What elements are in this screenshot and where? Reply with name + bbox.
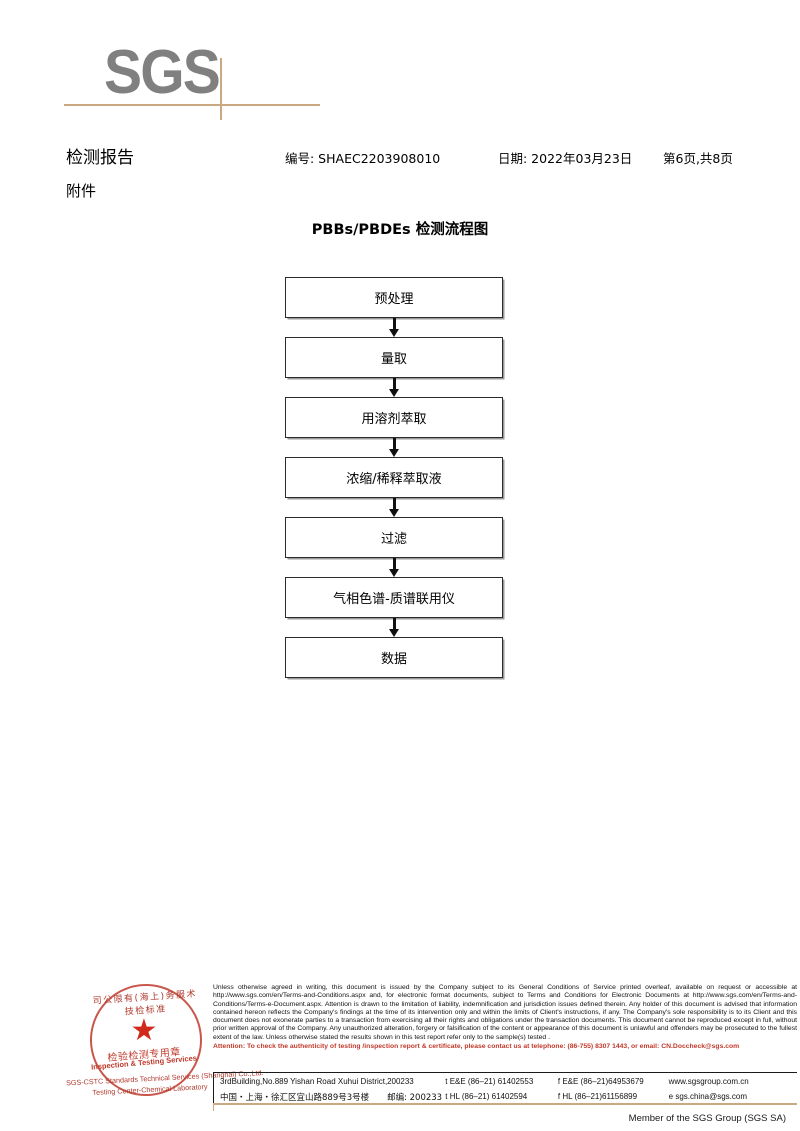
flow-arrow-down-icon <box>285 618 503 637</box>
attention-notice: Attention: To check the authenticity of … <box>213 1043 740 1051</box>
legal-paragraph: Unless otherwise agreed in writing, this… <box>213 984 797 1041</box>
address-top-divider <box>213 1072 797 1073</box>
address-english: 3rdBuilding,No.889 Yishan Road Xuhui Dis… <box>220 1077 388 1086</box>
website-url[interactable]: www.sgsgroup.com.cn <box>668 1077 749 1086</box>
report-date: 日期: 2022年03月23日 <box>498 151 633 166</box>
flow-arrow-down-icon <box>285 438 503 457</box>
report-header: 检测报告 附件 编号: SHAEC2203908010 日期: 2022年03月… <box>0 140 800 200</box>
address-bottom-divider <box>213 1103 797 1105</box>
address-left-divider <box>213 1072 214 1103</box>
logo-horizontal-rule <box>64 104 320 106</box>
address-row-en: 3rdBuilding,No.889 Yishan Road Xuhui Dis… <box>220 1074 800 1089</box>
flow-arrow-down-icon <box>285 558 503 577</box>
address-row-cn: 中国・上海・徐汇区宜山路889号3号楼 邮编: 200233 t HL (86–… <box>220 1089 800 1104</box>
sgs-logo-text: SGS <box>104 38 221 107</box>
flow-arrow-down-icon <box>285 498 503 517</box>
flowchart-title: PBBs/PBDEs 检测流程图 <box>311 222 489 238</box>
flow-arrow-down-icon <box>285 318 503 337</box>
address-left-tick <box>213 1103 214 1111</box>
sgs-logo: SGS <box>64 38 344 120</box>
fax-ee-2: f E&E (86–21)64953679 <box>557 1077 644 1086</box>
page-footer: 司公限有(海上)务服术技检标准 ★ 检验检测专用章 Inspection & T… <box>0 960 800 1131</box>
logo-vertical-rule <box>220 58 222 120</box>
zip-english: 200233 <box>387 1077 414 1086</box>
tel-ee-1: t E&E (86–21) 61402553 <box>445 1077 534 1086</box>
address-chinese: 中国・上海・徐汇区宜山路889号3号楼 <box>220 1092 370 1103</box>
flow-node: 浓缩/稀释萃取液 <box>285 457 503 498</box>
seal-star-icon: ★ <box>130 1014 158 1047</box>
flow-arrow-down-icon <box>285 378 503 397</box>
flow-node: 用溶剂萃取 <box>285 397 503 438</box>
page-indicator: 第6页,共8页 <box>663 151 733 166</box>
address-block: 3rdBuilding,No.889 Yishan Road Xuhui Dis… <box>220 1074 800 1104</box>
flowchart: 预处理 量取 用溶剂萃取 浓缩/稀释萃取液 过滤 气相色谱-质谱联用仪 数据 <box>285 277 503 678</box>
tel-hl-1: t HL (86–21) 61402594 <box>445 1092 528 1101</box>
email-value: sgs.china@sgs.com <box>675 1092 748 1101</box>
flow-node: 数据 <box>285 637 503 678</box>
legal-disclaimer: Unless otherwise agreed in writing, this… <box>213 984 797 1051</box>
flow-node: 预处理 <box>285 277 503 318</box>
email-address[interactable]: e sgs.china@sgs.com <box>669 1092 800 1101</box>
zip-chinese: 邮编: 200233 <box>387 1092 443 1103</box>
company-seal-stamp: 司公限有(海上)务服术技检标准 ★ 检验检测专用章 Inspection & T… <box>66 978 264 1102</box>
fax-hl-2: f HL (86–21)61156899 <box>557 1092 638 1101</box>
page-title: 检测报告 <box>66 148 134 168</box>
flow-node: 量取 <box>285 337 503 378</box>
report-number: 编号: SHAEC2203908010 <box>285 151 441 166</box>
attachment-label: 附件 <box>66 182 97 200</box>
flow-node: 气相色谱-质谱联用仪 <box>285 577 503 618</box>
flow-node: 过滤 <box>285 517 503 558</box>
member-notice: Member of the SGS Group (SGS SA) <box>628 1113 786 1124</box>
email-prefix: e <box>668 1092 674 1101</box>
